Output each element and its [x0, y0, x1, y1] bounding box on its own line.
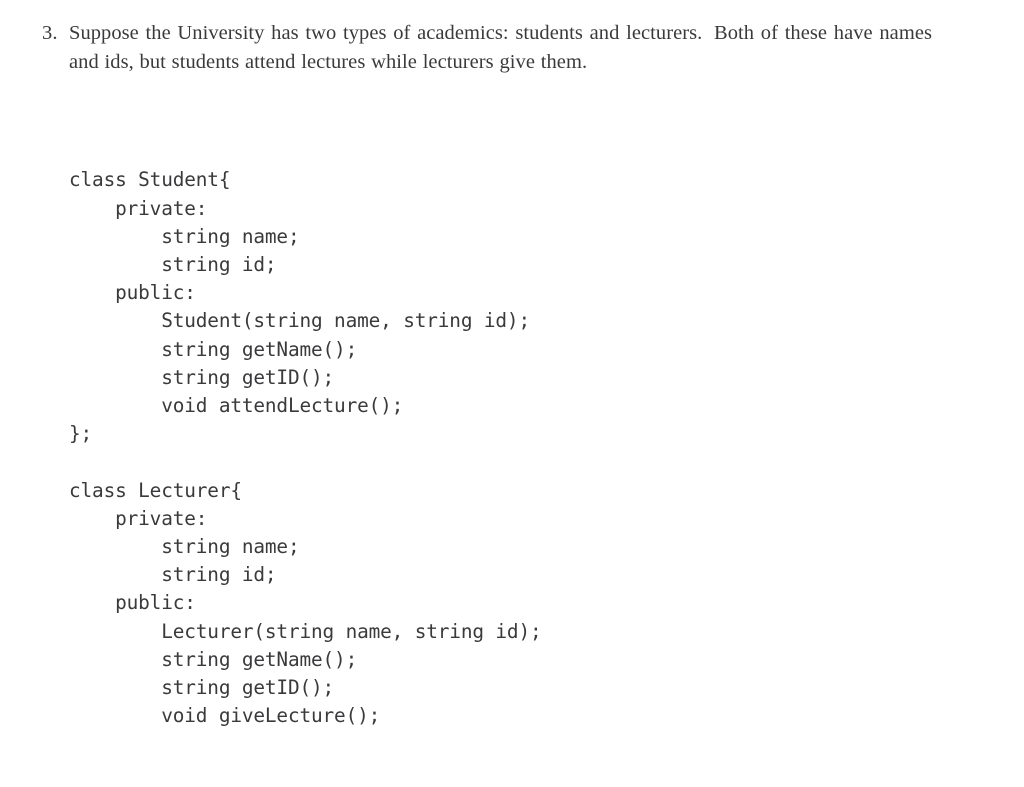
- code-line: void giveLecture();: [69, 704, 381, 728]
- question-number: 3.: [42, 22, 58, 44]
- code-line: public:: [69, 591, 196, 615]
- code-line: string getName();: [69, 337, 358, 361]
- code-line: string name;: [69, 224, 300, 248]
- question-sentence-1: Suppose the University has two types of …: [69, 22, 703, 44]
- code-line: string getID();: [69, 365, 335, 389]
- code-line: string getID();: [69, 676, 335, 700]
- code-line: class Lecturer{: [69, 478, 242, 502]
- code-line: string id;: [69, 253, 277, 277]
- code-line: private:: [69, 196, 208, 220]
- code-line: Lecturer(string name, string id);: [69, 619, 542, 643]
- code-line: public:: [69, 281, 196, 305]
- document-page: 3. Suppose the University has two types …: [42, 19, 932, 728]
- code-line: string getName();: [69, 647, 358, 671]
- code-block-separator: [69, 448, 542, 476]
- code-blocks-container: class Student{ private: string name; str…: [69, 166, 542, 730]
- code-line: Student(string name, string id);: [69, 309, 530, 333]
- code-line: class Student{: [69, 168, 231, 192]
- code-line: };: [69, 422, 93, 446]
- lecturer-class: class Lecturer{ private: string name; st…: [69, 477, 542, 731]
- code-line: string name;: [69, 535, 300, 559]
- code-line: void attendLecture();: [69, 394, 404, 418]
- question-item-3: 3. Suppose the University has two types …: [42, 19, 932, 77]
- question-text: Suppose the University has two types of …: [69, 19, 932, 77]
- code-line: private:: [69, 506, 208, 530]
- question-sentence-2: Both of these have names and ids, but st…: [69, 22, 932, 73]
- code-line: string id;: [69, 563, 277, 587]
- code-listing: class Student{ private: string name; str…: [69, 110, 542, 787]
- student-class: class Student{ private: string name; str…: [69, 166, 542, 448]
